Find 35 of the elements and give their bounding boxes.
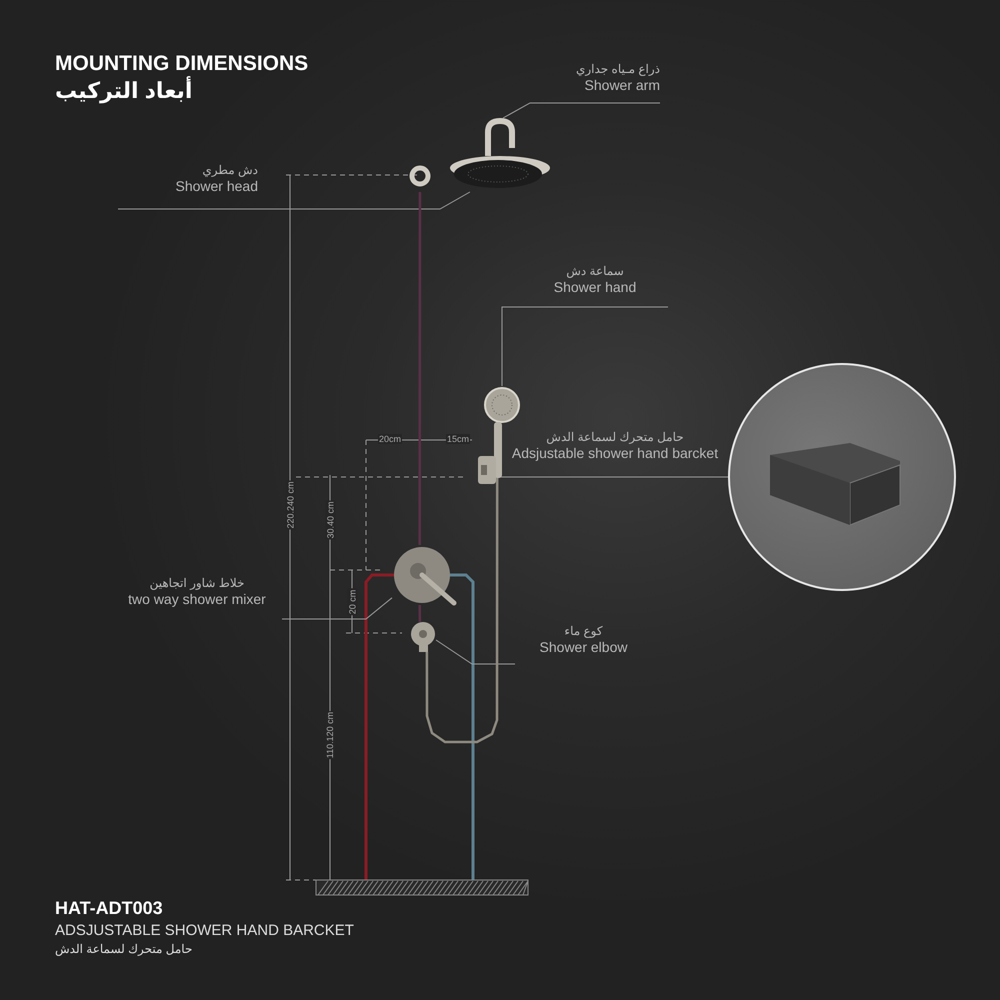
arabic-part-name: دش مطري [201, 163, 258, 178]
shower-mixer-drawing [392, 545, 458, 605]
arabic-part-name: حامل متحرك لسماعة الدش [545, 430, 685, 445]
product-name: ADSJUSTABLE SHOWER HAND BARCKET [55, 922, 354, 939]
leader-line [502, 306, 668, 386]
part-name: Adsjustable shower hand barcket [510, 445, 720, 462]
arabic-product-name: حامل متحرك لسماعة الدش [55, 942, 192, 956]
dimension-label: 220.240 cm [285, 480, 296, 530]
bracket-drawing [478, 456, 496, 484]
arabic-part-name: كوع ماء [563, 624, 604, 639]
subtitle: أبعاد التركيب [55, 78, 192, 104]
arabic-part-name: سماعة دش [565, 264, 625, 279]
part-name: Shower head [174, 178, 258, 196]
part-name: Shower hand [552, 279, 638, 296]
leader-line [614, 476, 728, 478]
title: MOUNTING DIMENSIONS [55, 52, 308, 76]
pipe [426, 478, 498, 744]
arabic-part-name: ذراع مـياه جداري [574, 62, 660, 77]
leader-line [502, 102, 660, 118]
arabic-part-name: خلاط شاور اتجاهين [148, 576, 246, 591]
shower-elbow-drawing [410, 622, 436, 652]
leader-line [118, 192, 470, 210]
leader-line [282, 597, 392, 620]
dimension-label: 20 cm [346, 588, 357, 616]
product-code: HAT-ADT003 [55, 898, 163, 919]
dimension-label: 20cm [378, 434, 402, 444]
dimension-label: 110.120 cm [325, 710, 336, 760]
dimension-label: 15cm [446, 434, 470, 444]
pipe [418, 192, 422, 545]
part-name: two way shower mixer [127, 591, 267, 608]
pipe [418, 604, 422, 622]
part-name: Shower elbow [538, 639, 628, 656]
dimension-label: 30.40 cm [325, 500, 336, 540]
part-name: Shower arm [584, 77, 660, 94]
leader-line [436, 640, 516, 664]
